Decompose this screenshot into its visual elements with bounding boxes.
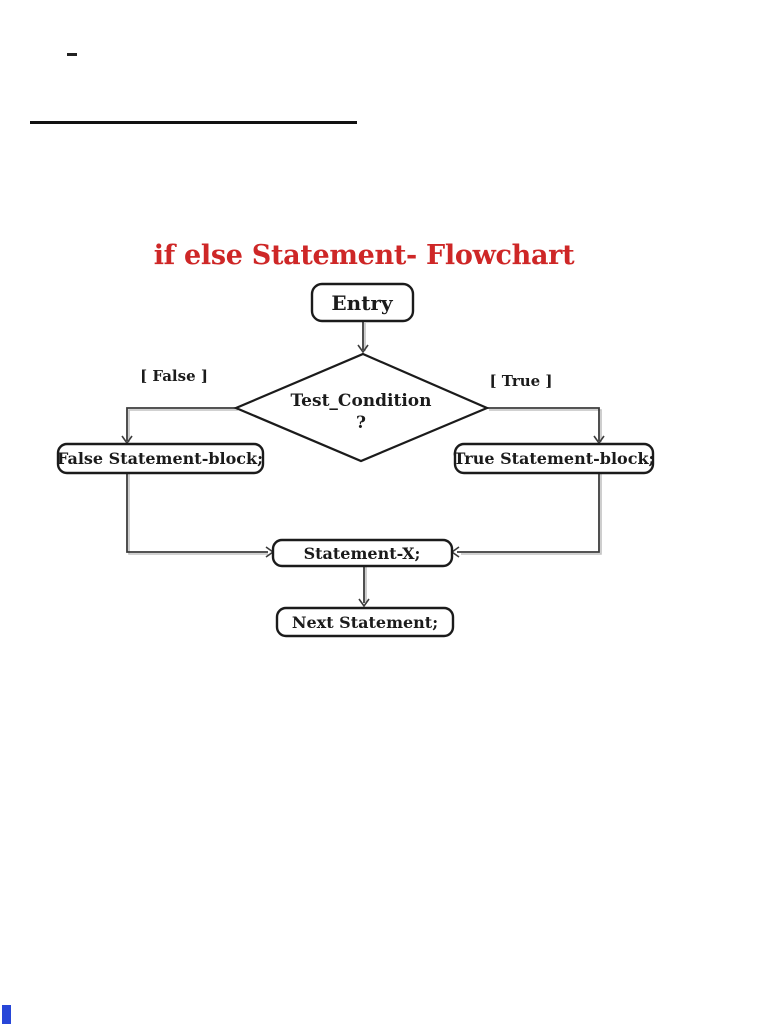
node-false-block: False Statement-block; [56,442,265,475]
edge-condition-to-true-block [487,407,600,441]
branch-label-false: [ False ] [140,367,208,385]
node-next-statement: Next Statement; [275,606,455,638]
decision-diamond [233,352,490,463]
node-statement-x: Statement-X; [271,538,454,568]
entry-box [310,282,415,323]
arrowhead-into-next-statement [358,598,370,608]
statement-x-box [271,538,454,568]
top-dash-mark [67,53,77,56]
entry-label: Entry [331,291,394,315]
condition-label: Test_Condition [290,391,431,411]
next-statement-label: Next Statement; [292,613,438,632]
node-entry: Entry [310,282,415,323]
true-block-box [453,442,655,475]
false-block-label: False Statement-block; [57,449,263,468]
connectors [126,321,600,603]
branch-label-true: [ True ] [489,372,552,390]
edge-true-block-to-statement-x [457,472,600,553]
false-block-box [56,442,265,475]
next-statement-box [275,606,455,638]
node-true-block: True Statement-block; [453,442,655,475]
arrowhead-into-condition [357,344,369,354]
edge-false-block-to-statement-x [126,472,268,553]
corner-blue-marker [2,1005,11,1024]
node-test-condition: Test_Condition ? [233,352,490,463]
condition-question-mark: ? [356,413,366,433]
horizontal-rule [30,121,357,124]
statement-x-label: Statement-X; [304,544,421,563]
connector-shadows [128,323,602,604]
page-title: if else Statement- Flowchart [154,240,575,271]
edge-condition-to-false-block [126,407,236,441]
true-block-label: True Statement-block; [454,449,655,468]
